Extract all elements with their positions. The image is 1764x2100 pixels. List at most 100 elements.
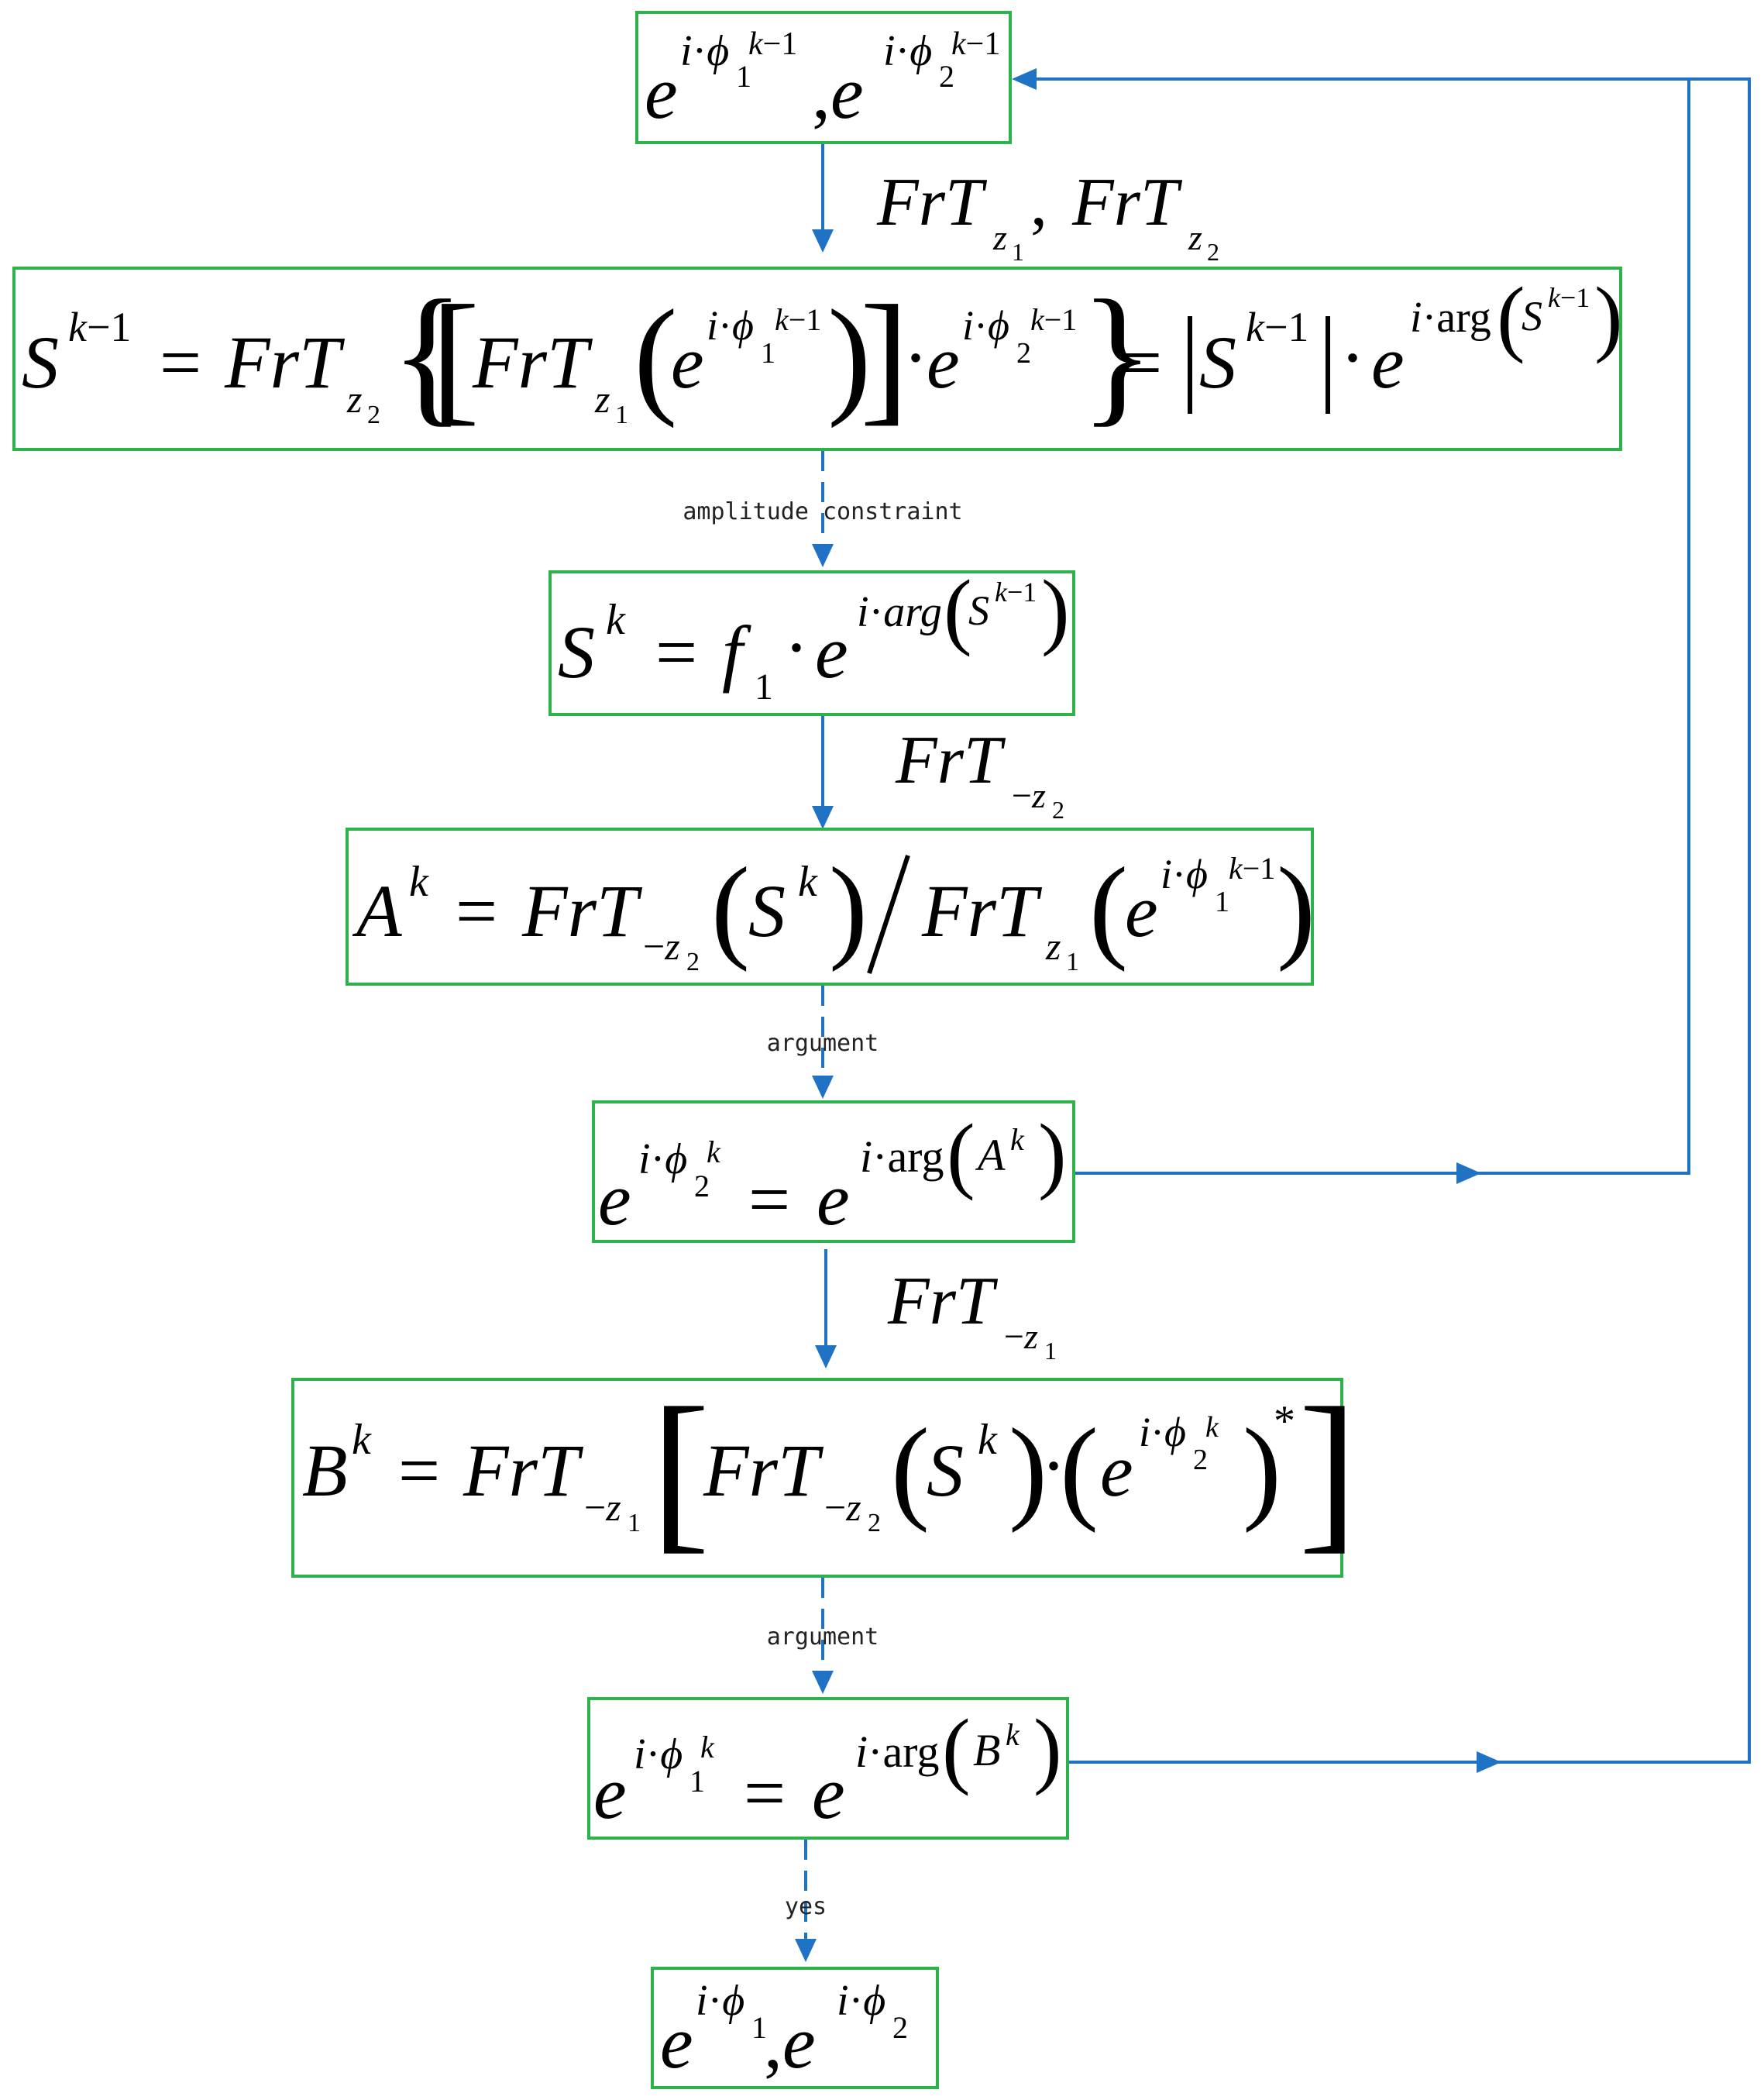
svg-text:S: S — [968, 587, 989, 634]
edge-label-argument-1: argument — [767, 1030, 879, 1057]
svg-text:=: = — [655, 611, 697, 694]
svg-text:1: 1 — [755, 666, 773, 707]
svg-text:1: 1 — [736, 59, 751, 94]
node-a-k-box — [346, 828, 1314, 986]
svg-text:z: z — [1045, 924, 1061, 968]
svg-text:): ) — [827, 283, 872, 429]
svg-text:=: = — [456, 869, 497, 952]
svg-text:k: k — [1205, 1411, 1219, 1444]
svg-text:FrT: FrT — [703, 1429, 824, 1512]
arrowhead — [815, 1345, 837, 1368]
svg-text:k: k — [978, 1416, 998, 1464]
svg-text:): ) — [829, 844, 868, 973]
svg-text:1: 1 — [1044, 1337, 1057, 1365]
svg-text:k: k — [606, 596, 626, 644]
svg-text:FrT: FrT — [921, 869, 1043, 952]
svg-text:z: z — [992, 218, 1007, 257]
node-final-phases-box — [651, 1967, 939, 2089]
node-b-k-box — [291, 1378, 1343, 1578]
svg-text:2: 2 — [1193, 1444, 1208, 1476]
arrowhead — [812, 229, 834, 253]
svg-text:·: · — [1041, 1424, 1066, 1507]
svg-text:S: S — [748, 869, 786, 952]
svg-text:k: k — [1006, 1717, 1020, 1752]
connectors — [795, 68, 1751, 1962]
svg-text:FrT: FrT — [1071, 165, 1183, 240]
svg-text:e: e — [593, 1751, 627, 1834]
svg-text:z: z — [346, 377, 362, 421]
svg-text:z: z — [1188, 218, 1202, 257]
feedback-line-phi2 — [1075, 79, 1690, 1175]
svg-text:i·ϕ: i·ϕ — [837, 1977, 885, 2025]
svg-text:−z: −z — [584, 1485, 621, 1529]
svg-text:S: S — [1522, 293, 1542, 339]
svg-text:): ) — [1594, 270, 1623, 364]
svg-text:e: e — [927, 321, 960, 404]
svg-text:FrT: FrT — [521, 869, 643, 952]
svg-text:·: · — [1340, 316, 1365, 399]
svg-text:k: k — [409, 858, 429, 906]
svg-text:2: 2 — [1016, 337, 1031, 370]
svg-text:1: 1 — [1066, 948, 1079, 976]
feedback-line-phi1 — [1035, 77, 1751, 1764]
svg-text:e: e — [660, 2001, 693, 2084]
svg-text:k−1: k−1 — [1229, 851, 1275, 886]
node-b-k: B k = FrT −z 1 [ FrT −z 2 ( S k ) · ( e … — [302, 1371, 1358, 1568]
svg-text:(: ( — [891, 1405, 930, 1534]
svg-text:1: 1 — [1012, 238, 1024, 266]
svg-text:[: [ — [651, 1371, 710, 1568]
svg-text:e: e — [815, 611, 848, 694]
node-final-phases: e i·ϕ 1 ,e i·ϕ 2 — [660, 1977, 908, 2084]
svg-text:=: = — [1120, 321, 1162, 404]
svg-text:B: B — [973, 1725, 1000, 1775]
svg-text:i·ϕ: i·ϕ — [883, 27, 932, 75]
svg-text:S: S — [927, 1429, 964, 1512]
svg-text:B: B — [302, 1429, 348, 1512]
arrowhead — [1477, 1751, 1501, 1773]
svg-text:−z: −z — [824, 1485, 861, 1529]
svg-text:1: 1 — [615, 401, 628, 429]
svg-text:k: k — [798, 858, 818, 906]
svg-text:): ) — [1277, 844, 1315, 973]
node-s-km1: S k−1 = FrT z 2 { [ FrT z 1 ( e i·ϕ 1 k−… — [22, 269, 1623, 440]
svg-text:A: A — [975, 1130, 1006, 1180]
svg-text:1: 1 — [761, 337, 775, 370]
node-s-k-box — [548, 570, 1075, 716]
node-phi1-k: e i·ϕ 1 k = e i·arg ( B k ) — [593, 1702, 1062, 1834]
svg-text:k−1: k−1 — [775, 302, 821, 337]
svg-text:(: ( — [1060, 1405, 1099, 1534]
node-s-km1-box — [12, 267, 1622, 451]
svg-text:i·arg: i·arg — [857, 588, 942, 636]
svg-text:e: e — [1100, 1429, 1133, 1512]
svg-text:k: k — [352, 1416, 372, 1464]
svg-text:2: 2 — [868, 1509, 881, 1537]
svg-text:2: 2 — [1052, 796, 1064, 824]
svg-text:k: k — [700, 1730, 715, 1764]
svg-text:=: = — [160, 321, 201, 404]
svg-text:]: ] — [860, 276, 909, 439]
edge-label-argument-2: argument — [767, 1623, 879, 1651]
svg-text:=: = — [748, 1158, 790, 1241]
edge-label-yes: yes — [785, 1893, 827, 1920]
svg-text:i·ϕ: i·ϕ — [696, 1977, 744, 2025]
svg-text:,: , — [1030, 165, 1047, 240]
svg-text:2: 2 — [686, 948, 700, 976]
node-phi2-k: e i·ϕ 2 k = e i·arg ( A k ) — [598, 1107, 1067, 1241]
svg-text:=: = — [398, 1429, 440, 1512]
arrowhead — [812, 544, 834, 567]
svg-text:k−1: k−1 — [951, 26, 1000, 62]
svg-text:}: } — [1080, 269, 1154, 440]
svg-text:e: e — [598, 1158, 631, 1241]
svg-text:FrT: FrT — [895, 723, 1006, 798]
svg-text:2: 2 — [1207, 238, 1219, 266]
svg-text:A: A — [352, 869, 402, 952]
svg-text:i·ϕ: i·ϕ — [1161, 851, 1208, 897]
svg-text:FrT: FrT — [887, 1264, 999, 1339]
arrowhead — [812, 1076, 834, 1099]
svg-text:e: e — [1371, 321, 1405, 404]
svg-text:2: 2 — [939, 59, 954, 94]
svg-text:=: = — [744, 1751, 786, 1834]
svg-text:): ) — [1041, 563, 1070, 657]
arrowhead — [795, 1939, 817, 1962]
svg-text:FrT: FrT — [876, 165, 988, 240]
